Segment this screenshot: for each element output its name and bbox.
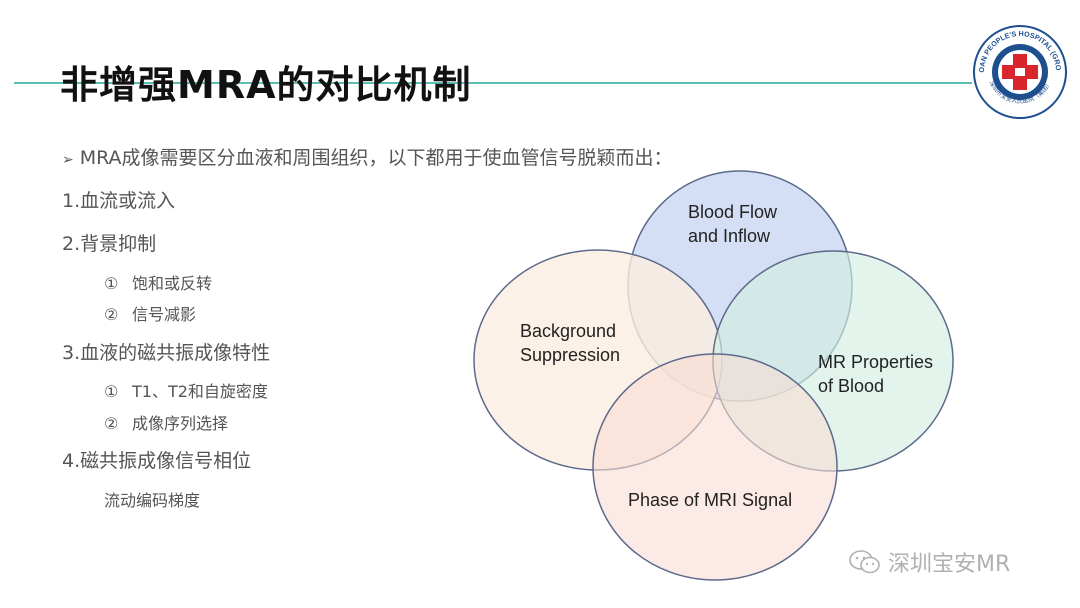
lead-label: MRA成像需要区分血液和周围组织，以下都用于使血管信号脱颖而出： <box>79 147 673 169</box>
venn-circle-phase <box>592 353 838 581</box>
sub-item-number: ② <box>104 305 119 324</box>
list-item-1: 1.血流或流入 <box>62 190 176 212</box>
title-underline <box>14 82 972 84</box>
wechat-icon <box>849 550 880 574</box>
lead-text: ➢ MRA成像需要区分血液和周围组织，以下都用于使血管信号脱颖而出： <box>62 143 673 170</box>
sub-item-number: ① <box>104 382 119 401</box>
page-title: 非增强MRA的对比机制 <box>60 63 472 107</box>
sub-item-3-1: ① T1、T2和自旋密度 <box>104 378 268 402</box>
venn-label-blood-flow-line1: Blood Flow <box>688 202 778 222</box>
sub-item-label: 信号减影 <box>132 305 197 324</box>
sub-item-number: ② <box>104 414 119 433</box>
venn-label-blood-flow-line2: and Inflow <box>688 226 771 246</box>
venn-label-phase: Phase of MRI Signal <box>628 490 792 510</box>
sub-item-label: 饱和或反转 <box>132 274 213 293</box>
venn-label-background-line1: Background <box>520 321 616 341</box>
sub-item-label: T1、T2和自旋密度 <box>132 382 268 401</box>
sub-item-number: ① <box>104 274 119 293</box>
watermark: 深圳宝安MR <box>848 546 1010 578</box>
hospital-cross-logo-icon: BAOAN PEOPLE'S HOSPITAL (GROUP) 深圳市宝安人民医… <box>972 24 1067 119</box>
sub-item-4: 流动编码梯度 <box>104 491 201 510</box>
list-item-4: 4.磁共振成像信号相位 <box>62 450 252 472</box>
sub-item-3-2: ② 成像序列选择 <box>104 410 228 434</box>
venn-label-mr-properties-line2: of Blood <box>818 376 884 396</box>
sub-item-label: 成像序列选择 <box>132 414 229 433</box>
watermark-text: 深圳宝安MR <box>888 552 1011 577</box>
list-item-2: 2.背景抑制 <box>62 233 157 255</box>
list-item-3: 3.血液的磁共振成像特性 <box>62 342 271 364</box>
arrow-bullet-icon: ➢ <box>62 152 74 168</box>
venn-label-background-line2: Suppression <box>520 345 620 365</box>
sub-item-2-1: ① 饱和或反转 <box>104 270 212 294</box>
sub-item-2-2: ② 信号减影 <box>104 301 196 325</box>
venn-label-mr-properties-line1: MR Properties <box>818 352 933 372</box>
